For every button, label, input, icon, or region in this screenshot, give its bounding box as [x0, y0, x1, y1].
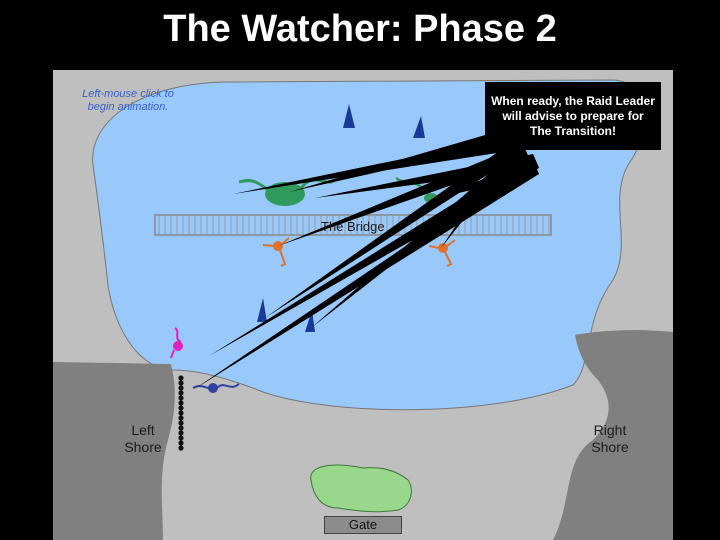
bridge-label: The Bridge [321, 219, 385, 234]
add-orange-right [428, 239, 456, 267]
right-shore-label: Right Shore [591, 422, 629, 455]
click-hint: Left-mouse click to begin animation. [82, 88, 174, 113]
raid-leader-callout: When ready, the Raid Leader will advise … [485, 82, 661, 150]
raid-member [178, 425, 184, 431]
shark-fin-1 [343, 104, 355, 128]
gaze-beam [193, 160, 539, 390]
left-shore-label: Left Shore [124, 422, 162, 455]
gaze-beam [233, 134, 529, 194]
shark-fin-4 [305, 310, 315, 332]
raid-member [178, 390, 184, 396]
arena-diagram[interactable]: Left-mouse click to begin animation. Whe… [53, 70, 673, 540]
left-cliff [53, 362, 175, 540]
swimmer [192, 383, 240, 393]
page-title: The Watcher: Phase 2 [163, 8, 557, 50]
gate-label[interactable]: Gate [324, 516, 402, 534]
raid-member [178, 415, 184, 421]
raid-member [178, 395, 184, 401]
raid-member [178, 440, 184, 446]
gaze-beams [193, 124, 539, 390]
shark-fin-3 [257, 298, 267, 322]
raid-member [178, 380, 184, 386]
raid-member [178, 405, 184, 411]
gaze-beam [209, 154, 539, 356]
raid-member [178, 445, 184, 451]
raid-member-line [178, 375, 184, 451]
gaze-beam [265, 134, 529, 318]
raid-member [178, 410, 184, 416]
raid-member [178, 385, 184, 391]
gate-pool [310, 464, 412, 513]
right-cliff [553, 330, 673, 540]
add-pink [170, 327, 183, 359]
raid-member [178, 375, 184, 381]
raid-member [178, 430, 184, 436]
shark-fin-2 [413, 116, 425, 138]
raid-member [178, 435, 184, 441]
raid-member [178, 400, 184, 406]
raid-member [178, 420, 184, 426]
